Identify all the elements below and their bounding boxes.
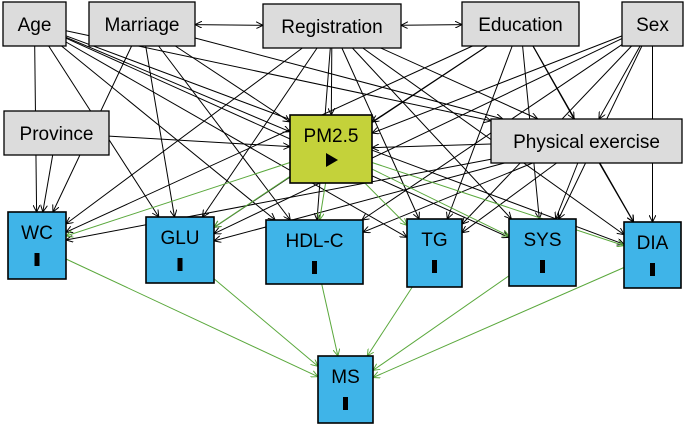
node-hdlc: HDL-C: [265, 219, 364, 285]
edge-registration-to-glu: [202, 47, 318, 217]
node-box-phys: [490, 118, 683, 164]
node-box-glu: [145, 216, 215, 284]
node-sex: Sex: [621, 1, 684, 47]
node-label-registration: Registration: [281, 17, 382, 38]
node-label-pm25: PM2.5: [304, 126, 359, 147]
edge-pm25-to-hdlc: [320, 182, 327, 220]
edges-layer: [35, 25, 653, 378]
edge-education-to-tg: [447, 45, 513, 219]
node-label-tg: TG: [421, 230, 447, 251]
node-box-pm25: [289, 114, 373, 184]
edge-pm25-to-wc: [66, 162, 291, 237]
edge-registration-to-pm25: [331, 47, 332, 115]
node-phys: Physical exercise: [490, 118, 683, 164]
edge-sex-to-glu: [214, 38, 623, 234]
node-box-ms: [317, 355, 374, 424]
edge-marriage-to-pm25: [175, 45, 290, 122]
edge-age-to-sys: [65, 37, 509, 237]
bar-icon: [343, 397, 348, 410]
edge-phys-to-pm25: [372, 143, 492, 148]
node-wc: WC: [7, 211, 67, 280]
node-tg: TG: [406, 218, 463, 288]
edge-phys-to-sys: [556, 162, 579, 219]
node-label-sex: Sex: [636, 15, 669, 36]
node-box-dia: [623, 221, 682, 289]
node-box-sys: [508, 218, 577, 287]
node-box-province: [3, 110, 110, 156]
edge-marriage-to-phys: [194, 37, 503, 119]
node-label-province: Province: [20, 124, 94, 145]
node-box-tg: [406, 218, 463, 288]
edge-sex-to-phys: [599, 45, 641, 119]
node-label-education: Education: [478, 15, 563, 36]
node-label-sys: SYS: [523, 230, 561, 251]
node-registration: Registration: [262, 3, 402, 49]
bar-icon: [34, 253, 40, 266]
bar-icon: [177, 258, 183, 271]
node-label-dia: DIA: [637, 233, 669, 254]
node-sys: SYS: [508, 218, 577, 287]
edge-registration-to-sys: [352, 47, 511, 219]
node-glu: GLU: [145, 216, 215, 284]
node-box-education: [461, 1, 580, 47]
node-box-wc: [7, 211, 67, 280]
node-label-glu: GLU: [160, 228, 199, 249]
node-label-age: Age: [18, 15, 52, 36]
node-province: Province: [3, 110, 110, 156]
node-label-wc: WC: [21, 223, 53, 244]
node-box-hdlc: [265, 219, 364, 285]
bar-icon: [650, 263, 655, 276]
edge-registration-to-marriage: [195, 25, 263, 26]
node-label-marriage: Marriage: [105, 15, 180, 36]
edge-phys-to-wc: [66, 158, 492, 240]
edge-education-to-wc: [66, 45, 473, 232]
node-box-age: [2, 1, 67, 47]
edge-pm25-to-dia: [371, 162, 624, 246]
node-box-marriage: [88, 1, 196, 47]
edge-glu-to-ms: [213, 278, 318, 367]
node-dia: DIA: [623, 221, 682, 289]
node-education: Education: [461, 1, 580, 47]
play-icon: [326, 153, 338, 167]
edge-hdlc-to-ms: [321, 283, 338, 356]
node-label-ms: MS: [331, 367, 360, 388]
edge-education-to-phys: [532, 45, 574, 119]
node-label-phys: Physical exercise: [513, 132, 660, 153]
edge-registration-to-wc: [66, 47, 303, 224]
node-box-registration: [262, 3, 402, 49]
edge-marriage-to-glu: [145, 45, 175, 217]
edge-dia-to-ms: [373, 267, 625, 378]
edge-pm25-to-tg: [364, 182, 407, 225]
edge-pm25-to-sys: [371, 168, 509, 236]
edge-registration-to-education: [401, 25, 462, 26]
bar-icon: [432, 260, 437, 273]
edge-sex-to-pm25: [372, 35, 623, 133]
edge-phys-to-hdlc: [363, 162, 533, 232]
edge-age-to-hdlc: [61, 45, 276, 220]
edge-province-to-pm25: [108, 135, 290, 147]
edge-wc-to-ms: [65, 258, 318, 377]
edge-province-to-wc: [43, 154, 54, 212]
node-box-sex: [621, 1, 684, 47]
edge-phys-to-glu: [214, 162, 505, 241]
edge-age-to-pm25: [65, 36, 290, 131]
edge-pm25-to-glu: [214, 175, 291, 227]
node-pm25: PM2.5: [289, 114, 373, 184]
node-age: Age: [2, 1, 67, 47]
edge-sys-to-ms: [373, 275, 510, 371]
edge-phys-to-dia: [598, 162, 633, 222]
edge-registration-to-phys: [380, 47, 538, 119]
edge-education-to-pm25: [372, 45, 488, 122]
node-marriage: Marriage: [88, 1, 196, 47]
node-ms: MS: [317, 355, 374, 424]
bar-icon: [312, 261, 317, 274]
node-label-hdlc: HDL-C: [285, 231, 343, 252]
edge-tg-to-ms: [367, 286, 413, 356]
bar-icon: [540, 260, 545, 273]
